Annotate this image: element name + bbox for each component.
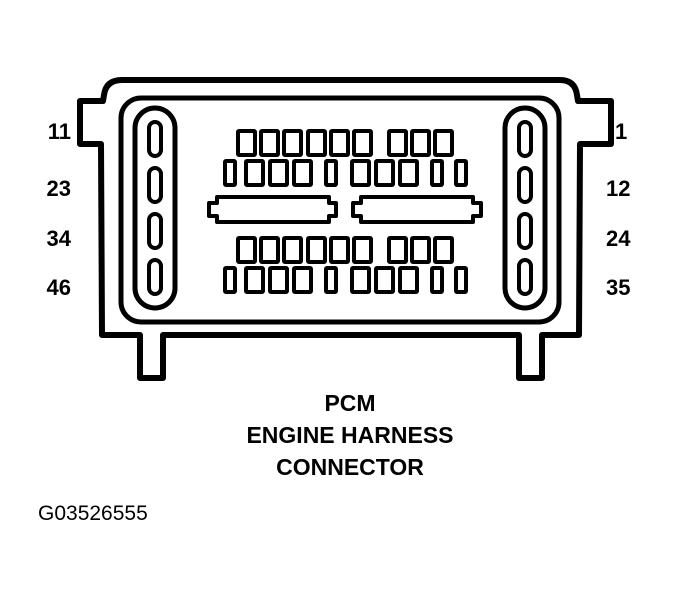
connector-inner-border <box>118 95 562 325</box>
pin-cavity <box>244 266 265 294</box>
pin-cavity <box>350 266 371 294</box>
pin-cavity <box>410 236 431 264</box>
pin-cavity <box>223 266 237 294</box>
right-pin-label-12: 12 <box>606 176 631 201</box>
pin-cavity <box>454 266 468 294</box>
side-pin-right <box>517 258 533 296</box>
figure-id: G03526555 <box>38 502 148 525</box>
pin-cavity <box>387 129 408 157</box>
side-pin-right <box>517 166 533 204</box>
pin-cavity <box>454 159 468 187</box>
pin-cavity <box>329 236 350 264</box>
side-pin-left <box>147 258 163 296</box>
pin-cavity <box>374 266 395 294</box>
pin-cavity <box>292 266 313 294</box>
side-pins <box>147 120 533 296</box>
pin-cavity <box>329 129 350 157</box>
connector-shell <box>77 77 614 381</box>
left-pin-label-46: 46 <box>46 275 71 300</box>
left-pin-label-34: 34 <box>46 226 71 251</box>
pin-cavity <box>398 159 419 187</box>
left-pin-label-11: 11 <box>47 119 71 144</box>
pin-cavity <box>433 129 454 157</box>
pin-cavity <box>259 236 280 264</box>
pin-cavity <box>352 236 373 264</box>
pin-cavity <box>282 129 303 157</box>
pin-rows <box>223 129 468 294</box>
pin-cavity <box>282 236 303 264</box>
pin-cavity <box>387 236 408 264</box>
side-pin-left <box>147 212 163 250</box>
left-latch <box>207 195 338 224</box>
pin-cavity <box>410 129 431 157</box>
pin-cavity <box>268 266 289 294</box>
pin-cavity <box>244 159 265 187</box>
pin-cavity <box>374 159 395 187</box>
caption-line-pcm: PCM <box>324 390 376 416</box>
pin-cavity <box>324 159 338 187</box>
caption-line-engine-harness: ENGINE HARNESS <box>246 422 454 448</box>
pin-cavity <box>430 266 444 294</box>
pin-cavity <box>350 159 371 187</box>
pin-cavity <box>223 159 237 187</box>
right-pin-label-1: 1 <box>615 119 628 144</box>
right-pin-label-24: 24 <box>606 226 631 251</box>
pin-cavity <box>352 129 373 157</box>
pin-cavity <box>268 159 289 187</box>
side-pin-right <box>517 120 533 158</box>
pin-cavity <box>398 266 419 294</box>
pin-cavity <box>306 236 327 264</box>
side-pin-right <box>517 212 533 250</box>
pin-cavity <box>433 236 454 264</box>
right-pin-column <box>502 105 548 311</box>
left-pin-column <box>132 105 178 311</box>
right-pin-label-35: 35 <box>606 275 631 300</box>
side-pin-left <box>147 120 163 158</box>
caption-line-connector: CONNECTOR <box>276 454 424 480</box>
side-pin-left <box>147 166 163 204</box>
pin-cavity <box>306 129 327 157</box>
pin-cavity <box>236 129 257 157</box>
pin-cavity <box>259 129 280 157</box>
pin-cavity <box>324 266 338 294</box>
left-pin-label-23: 23 <box>46 176 71 201</box>
pin-cavity <box>236 236 257 264</box>
pin-cavity <box>292 159 313 187</box>
right-latch <box>351 195 483 224</box>
pin-cavity <box>430 159 444 187</box>
